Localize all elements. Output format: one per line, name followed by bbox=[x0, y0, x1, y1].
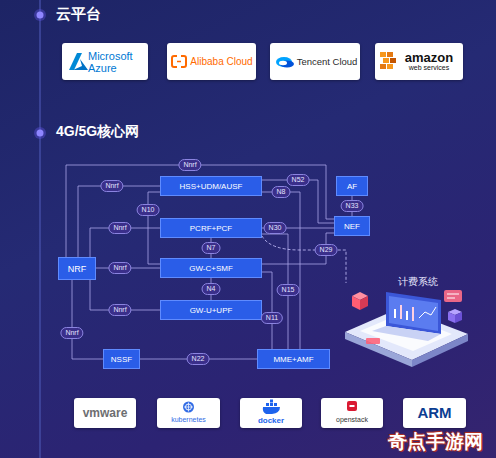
platform-logo-card: ARM bbox=[403, 398, 466, 428]
connector bbox=[262, 272, 272, 349]
interface-label: N8 bbox=[272, 186, 291, 198]
node-text: HSS+UDM/AUSF bbox=[180, 182, 243, 191]
node-text: openstack bbox=[336, 416, 368, 424]
node-text: Microsoft Azure bbox=[88, 50, 145, 74]
node-text: PCRF+PCF bbox=[190, 224, 232, 233]
network-function-box: AF bbox=[336, 176, 368, 196]
node-text: web services bbox=[409, 64, 449, 72]
section-heading: 云平台 bbox=[56, 5, 101, 24]
network-function-box: NRF bbox=[58, 257, 96, 280]
node-text: AF bbox=[347, 182, 357, 191]
network-function-box: MME+AMF bbox=[257, 349, 330, 369]
node-text: Tencent Cloud bbox=[297, 56, 358, 67]
timeline-dot-glow bbox=[34, 9, 46, 21]
interface-label: Nnrf bbox=[108, 262, 131, 274]
node-text: GW-U+UPF bbox=[190, 306, 233, 315]
kubernetes-logo bbox=[183, 402, 194, 413]
network-function-box: NSSF bbox=[103, 349, 140, 369]
leader-line bbox=[262, 236, 346, 283]
section-heading: 4G/5G核心网 bbox=[56, 123, 139, 141]
timeline-dot bbox=[37, 12, 44, 19]
network-function-box: HSS+UDM/AUSF bbox=[160, 176, 262, 196]
node-text: docker bbox=[258, 416, 284, 425]
timeline-dot bbox=[37, 130, 44, 137]
node-text: vmware bbox=[83, 407, 128, 420]
node-text: NEF bbox=[344, 222, 360, 231]
interface-label: N10 bbox=[137, 204, 160, 216]
interface-label: N4 bbox=[202, 283, 221, 295]
interface-label: N22 bbox=[187, 353, 210, 365]
network-function-box: GW-U+UPF bbox=[160, 300, 262, 320]
node-text: amazon bbox=[405, 51, 453, 64]
interface-label: N30 bbox=[264, 222, 287, 234]
illustration-caption: 计费系统 bbox=[398, 275, 438, 289]
timeline-line bbox=[39, 0, 40, 458]
connector bbox=[262, 180, 334, 223]
node-text: ARM bbox=[417, 405, 451, 421]
node-text: kubernetes bbox=[171, 416, 206, 424]
node-text: NRF bbox=[68, 264, 87, 274]
billing-illustration bbox=[345, 290, 468, 367]
network-function-box: PCRF+PCF bbox=[160, 218, 262, 238]
connector bbox=[148, 192, 160, 264]
interface-label: N7 bbox=[202, 242, 221, 254]
interface-label: N33 bbox=[341, 200, 364, 212]
node-text: Alibaba Cloud bbox=[190, 56, 252, 67]
interface-label: N11 bbox=[261, 312, 283, 324]
interface-label: Nnrf bbox=[60, 327, 83, 339]
connector bbox=[262, 192, 300, 349]
interface-label: Nnrf bbox=[108, 222, 131, 234]
node-text: MME+AMF bbox=[273, 355, 313, 364]
node-text: NSSF bbox=[111, 355, 132, 364]
platform-logo-card: vmware bbox=[74, 398, 136, 428]
interface-label: Nnrf bbox=[100, 180, 123, 192]
node-text: GW-C+SMF bbox=[189, 264, 233, 273]
interface-label: N15 bbox=[277, 284, 300, 296]
interface-label: N29 bbox=[315, 244, 338, 256]
interface-label: Nnrf bbox=[178, 159, 201, 171]
watermark: 奇点手游网 bbox=[388, 429, 483, 455]
openstack-logo bbox=[347, 401, 357, 411]
interface-label: Nnrf bbox=[108, 304, 131, 316]
connector bbox=[72, 280, 103, 359]
timeline-dot-glow bbox=[34, 127, 46, 139]
network-function-box: NEF bbox=[334, 216, 370, 236]
interface-label: N52 bbox=[287, 174, 310, 186]
network-function-box: GW-C+SMF bbox=[160, 258, 262, 278]
connector bbox=[66, 165, 334, 257]
